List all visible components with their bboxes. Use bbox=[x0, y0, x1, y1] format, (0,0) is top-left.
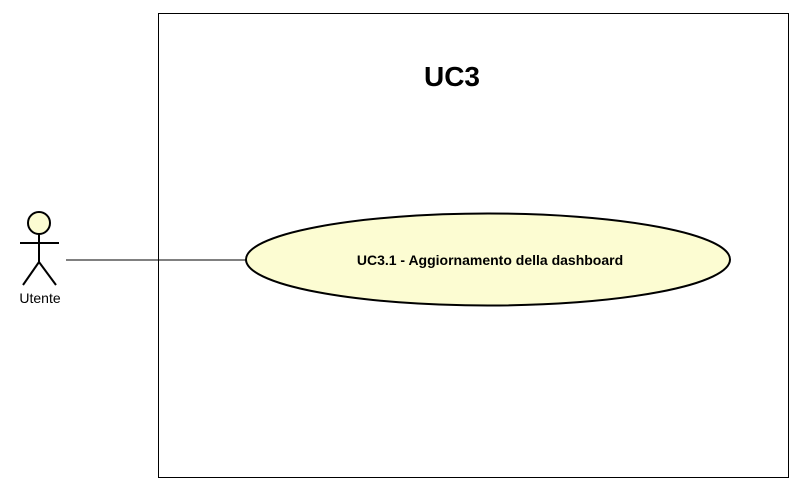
actor-head-icon bbox=[27, 211, 51, 235]
use-case-uc3-1[interactable]: UC3.1 - Aggiornamento della dashboard bbox=[245, 212, 731, 307]
actor-right-leg bbox=[38, 261, 57, 286]
actor-utente[interactable]: Utente bbox=[19, 211, 61, 306]
system-title: UC3 bbox=[424, 61, 480, 92]
actor-left-leg bbox=[22, 261, 40, 286]
use-case-ellipse[interactable] bbox=[245, 212, 731, 307]
actor-label: Utente bbox=[19, 290, 60, 306]
use-case-label: UC3.1 - Aggiornamento della dashboard bbox=[357, 252, 623, 268]
